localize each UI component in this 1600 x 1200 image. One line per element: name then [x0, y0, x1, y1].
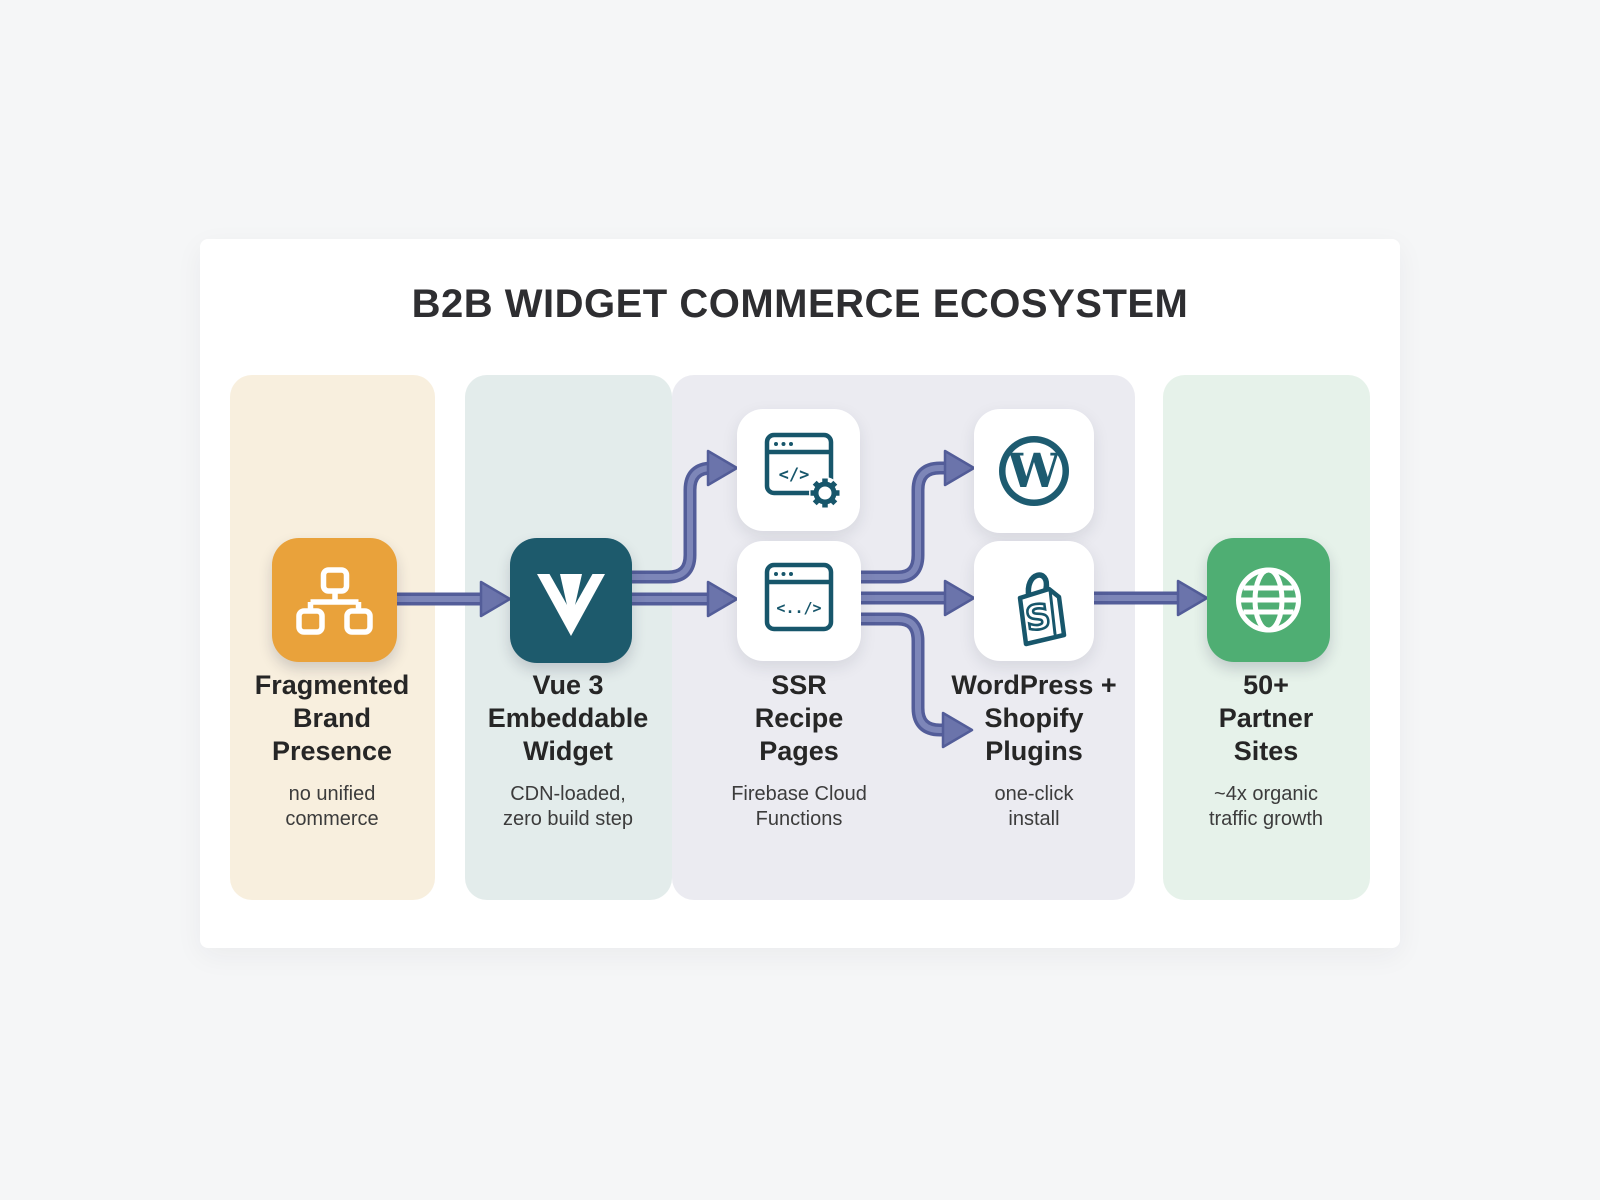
vue-labels: Vue 3 Embeddable Widget CDN-loaded, zero… [458, 669, 678, 832]
partners-title: 50+ Partner Sites [1218, 670, 1314, 766]
fragmented-subtitle: no unified commerce [285, 783, 379, 830]
arrowhead [479, 580, 512, 618]
arrow-vue-to-ssr-top [632, 461, 713, 584]
ssr-labels: SSR Recipe Pages Firebase Cloud Function… [689, 669, 909, 832]
browser-code-gear-icon: </> [764, 432, 841, 509]
ssr-page-card: <../> [737, 541, 861, 661]
fragmented-labels: Fragmented Brand Presence no unified com… [222, 669, 442, 832]
arrowhead [941, 711, 974, 749]
fragmented-brand-tile [272, 538, 397, 662]
fragmented-title: Fragmented Brand Presence [254, 670, 410, 766]
vue-logo-icon [537, 574, 605, 636]
code-glyph: <../> [776, 599, 821, 617]
plugins-subtitle: one-click install [994, 783, 1074, 830]
vue-title: Vue 3 Embeddable Widget [487, 670, 649, 766]
arrowhead [943, 449, 976, 487]
shopify-card: S [974, 541, 1094, 661]
plugins-labels: WordPress + Shopify Plugins one-click in… [924, 669, 1144, 832]
arrowhead [706, 580, 739, 618]
vue-widget-tile [510, 538, 632, 663]
diagram-card: B2B WIDGET COMMERCE ECOSYSTEM [200, 239, 1400, 948]
browser-code-icon: <../> [764, 562, 834, 632]
arrow-ssr-to-wordpress [861, 461, 946, 584]
wordpress-card: W [974, 409, 1094, 533]
page-title: B2B WIDGET COMMERCE ECOSYSTEM [411, 282, 1189, 326]
sitemap-icon [296, 567, 373, 635]
code-glyph: </> [779, 465, 810, 485]
flow-arrows [397, 449, 1209, 749]
shopify-bag-icon: S [1017, 572, 1067, 647]
partners-labels: 50+ Partner Sites ~4x organic traffic gr… [1156, 669, 1376, 832]
gear-icon [809, 477, 841, 509]
globe-icon [1236, 567, 1301, 633]
ssr-render-card: </> [737, 409, 860, 531]
partner-sites-tile [1207, 538, 1330, 662]
wordpress-letter: W [1007, 444, 1062, 499]
ssr-subtitle: Firebase Cloud Functions [731, 783, 867, 830]
vue-subtitle: CDN-loaded, zero build step [502, 783, 634, 830]
arrowhead [943, 579, 976, 617]
plugins-title: WordPress + Shopify Plugins [951, 670, 1117, 766]
partners-subtitle: ~4x organic traffic growth [1208, 783, 1324, 830]
arrowhead [1176, 579, 1209, 617]
ssr-title: SSR Recipe Pages [754, 670, 844, 766]
wordpress-icon: W [999, 436, 1069, 506]
arrowhead [706, 449, 739, 487]
